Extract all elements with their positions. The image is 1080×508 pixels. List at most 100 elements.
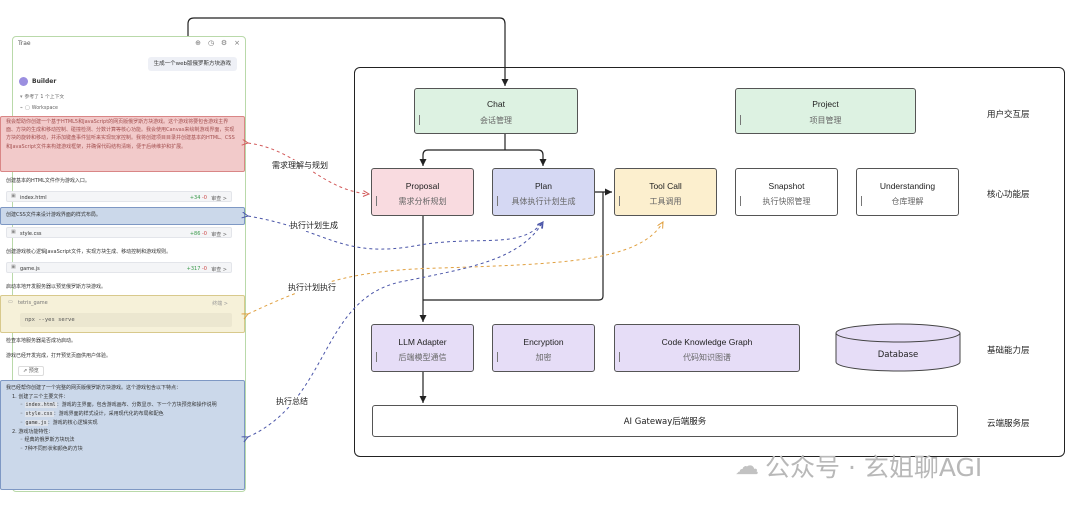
node-subtitle: 项目管理 — [809, 116, 842, 125]
workspace-label: Workspace — [31, 105, 58, 111]
node-code-knowledge-graph: Code Knowledge Graph 代码知识图谱 — [614, 324, 800, 372]
review-button[interactable]: 审查 > — [211, 231, 227, 238]
context-ref[interactable]: ▾ 参考了 1 个上下文 — [20, 93, 65, 101]
step-text: 检查本地服务器是否成功启动。 — [6, 338, 77, 344]
close-icon[interactable]: × — [234, 39, 240, 47]
node-title: Tool Call — [649, 181, 682, 191]
layer-label-core: 核心功能层 — [987, 190, 1030, 200]
user-message: 生成一个web版俄罗斯方块游戏 — [147, 57, 237, 71]
summary-subitem: ◦ game.js：游戏的核心逻辑实现 — [20, 419, 98, 426]
review-button[interactable]: 审查 > — [211, 266, 227, 273]
review-button[interactable]: 审查 > — [211, 195, 227, 202]
highlight-summary — [0, 380, 245, 490]
terminal-header: ▭ tetris_game 终端 > — [6, 298, 232, 308]
connector-chat-to-plan — [505, 149, 547, 166]
terminal-command: npx --yes serve — [20, 313, 232, 327]
diff-plus: +34 — [189, 194, 201, 201]
step-text: 创建基本的HTML文件作为游戏入口。 — [6, 178, 90, 184]
diff-plus: +317 — [186, 265, 201, 272]
node-toolcall: Tool Call 工具调用 — [614, 168, 717, 216]
connector-summary — [248, 222, 543, 437]
file-icon: ▣ — [11, 229, 16, 235]
summary-desc: 7种不同形状和颜色的方块 — [24, 445, 83, 452]
node-subtitle: 执行快照管理 — [762, 197, 811, 206]
layer-label-base: 基础能力层 — [987, 346, 1030, 356]
wechat-icon: ☁ — [735, 452, 759, 480]
inline-code: game.js — [24, 419, 48, 426]
file-row-game[interactable]: ▣ game.js +317 -0 审查 > — [6, 262, 232, 273]
node-project: Project 项目管理 — [735, 88, 916, 134]
layer-label-cloud: 云端服务层 — [987, 419, 1030, 429]
new-chat-icon[interactable]: ⊕ — [195, 39, 201, 47]
annotation-req-understanding: 需求理解与规划 — [272, 160, 328, 171]
file-row-style[interactable]: ▣ style.css +86 -0 审查 > — [6, 227, 232, 238]
node-title: Understanding — [879, 181, 936, 191]
file-name: index.html — [20, 194, 47, 201]
diff-stat: +86 -0 — [190, 231, 207, 237]
summary-item: 1. 创建了三个主要文件： — [12, 393, 69, 400]
context-ref-label: 参考了 1 个上下文 — [24, 95, 65, 100]
inline-code: style.css — [24, 411, 54, 418]
terminal-name: tetris_game — [18, 299, 48, 306]
workspace-ref[interactable]: ⌁ ▢ Workspace — [20, 105, 58, 111]
summary-subitem: ◦ 经典的俄罗斯方块玩法 — [20, 437, 75, 444]
file-name: game.js — [20, 265, 40, 272]
diff-minus: -0 — [202, 265, 207, 272]
annotation-summary: 执行总结 — [276, 396, 308, 407]
history-icon[interactable]: ◷ — [207, 39, 215, 47]
summary-block: 我已经帮你创建了一个完整的网页版俄罗斯方块游戏。这个游戏包含以下特点： 1. 创… — [6, 384, 238, 454]
terminal-open-button[interactable]: 终端 > — [212, 300, 228, 307]
node-subtitle: 需求分析规划 — [398, 197, 447, 206]
step-text: 创建CSS文件来设计游戏界面的样式布局。 — [6, 212, 101, 218]
annotation-plan-generation: 执行计划生成 — [290, 220, 338, 231]
database-cylinder — [835, 323, 961, 372]
node-plan: Plan 具体执行计划生成 — [492, 168, 595, 216]
step-text: 游戏已经开发完成，打开预览页面供用户体验。 — [6, 353, 112, 359]
node-title: Snapshot — [768, 181, 805, 191]
summary-desc: 经典的俄罗斯方块玩法 — [24, 437, 75, 444]
terminal-icon: ▭ — [8, 299, 13, 305]
diff-stat: +34 -0 — [190, 195, 207, 201]
intro-text: 我会帮助你创建一个基于HTML5和JavaScript的网页版俄罗斯方块游戏。这… — [6, 119, 235, 150]
panel-toolbar: ⊕ ◷ ⚙ × — [194, 39, 241, 47]
step-text: 创建游戏核心逻辑JavaScript文件，实现方块生成、移动控制和游戏规则。 — [6, 249, 172, 255]
node-title: Chat — [487, 99, 505, 109]
node-proposal: Proposal 需求分析规划 — [371, 168, 474, 216]
connector-chat-to-proposal — [419, 149, 505, 166]
builder-name: Builder — [32, 78, 57, 85]
node-chat: Chat 会话管理 — [414, 88, 578, 134]
node-subtitle: 会话管理 — [480, 116, 512, 125]
summary-desc: ：游戏的核心逻辑实现 — [47, 419, 98, 426]
node-snapshot: Snapshot 执行快照管理 — [735, 168, 838, 216]
file-row-index[interactable]: ▣ index.html +34 -0 审查 > — [6, 191, 232, 202]
file-icon: ▣ — [11, 193, 16, 199]
diff-minus: -0 — [202, 230, 207, 237]
node-database-label: Database — [877, 350, 919, 360]
node-subtitle: 工具调用 — [649, 197, 682, 206]
link-icon: ⌁ — [20, 105, 24, 111]
node-subtitle: 代码知识图谱 — [683, 353, 731, 362]
preview-button[interactable]: ⇗ 预览 — [18, 366, 44, 376]
panel-header: Trae ⊕ ◷ ⚙ × — [13, 37, 245, 53]
node-title: Plan — [534, 181, 552, 191]
step-text: 启动本地开发服务器以预览俄罗斯方块游戏。 — [6, 284, 107, 290]
folder-icon: ▢ — [25, 105, 30, 111]
node-subtitle: 仓库理解 — [891, 197, 924, 206]
summary-intro: 我已经帮你创建了一个完整的网页版俄罗斯方块游戏。这个游戏包含以下特点： — [6, 385, 182, 391]
diff-plus: +86 — [189, 230, 201, 237]
summary-desc: ：游戏界面的样式设计，采用现代化的布局和配色 — [53, 411, 164, 418]
preview-icon: ⇗ — [23, 368, 28, 374]
diff-minus: -0 — [202, 194, 207, 201]
settings-icon[interactable]: ⚙ — [220, 39, 228, 47]
summary-subitem: ◦ style.css：游戏界面的样式设计，采用现代化的布局和配色 — [20, 411, 164, 418]
watermark: ☁ 公众号 · 玄姐聊AGI — [735, 448, 982, 484]
connector-toolcall-to-llm — [423, 192, 604, 301]
summary-item: 2. 游戏功能特性： — [12, 428, 54, 435]
watermark-text: 公众号 · 玄姐聊AGI — [765, 453, 983, 482]
summary-subitem: ◦ 7种不同形状和颜色的方块 — [20, 445, 83, 452]
file-name: style.css — [20, 230, 42, 237]
annotation-plan-execution: 执行计划执行 — [288, 282, 336, 293]
node-title: Project — [812, 99, 839, 109]
node-title: Proposal — [405, 181, 440, 191]
node-title: Code Knowledge Graph — [661, 337, 753, 347]
